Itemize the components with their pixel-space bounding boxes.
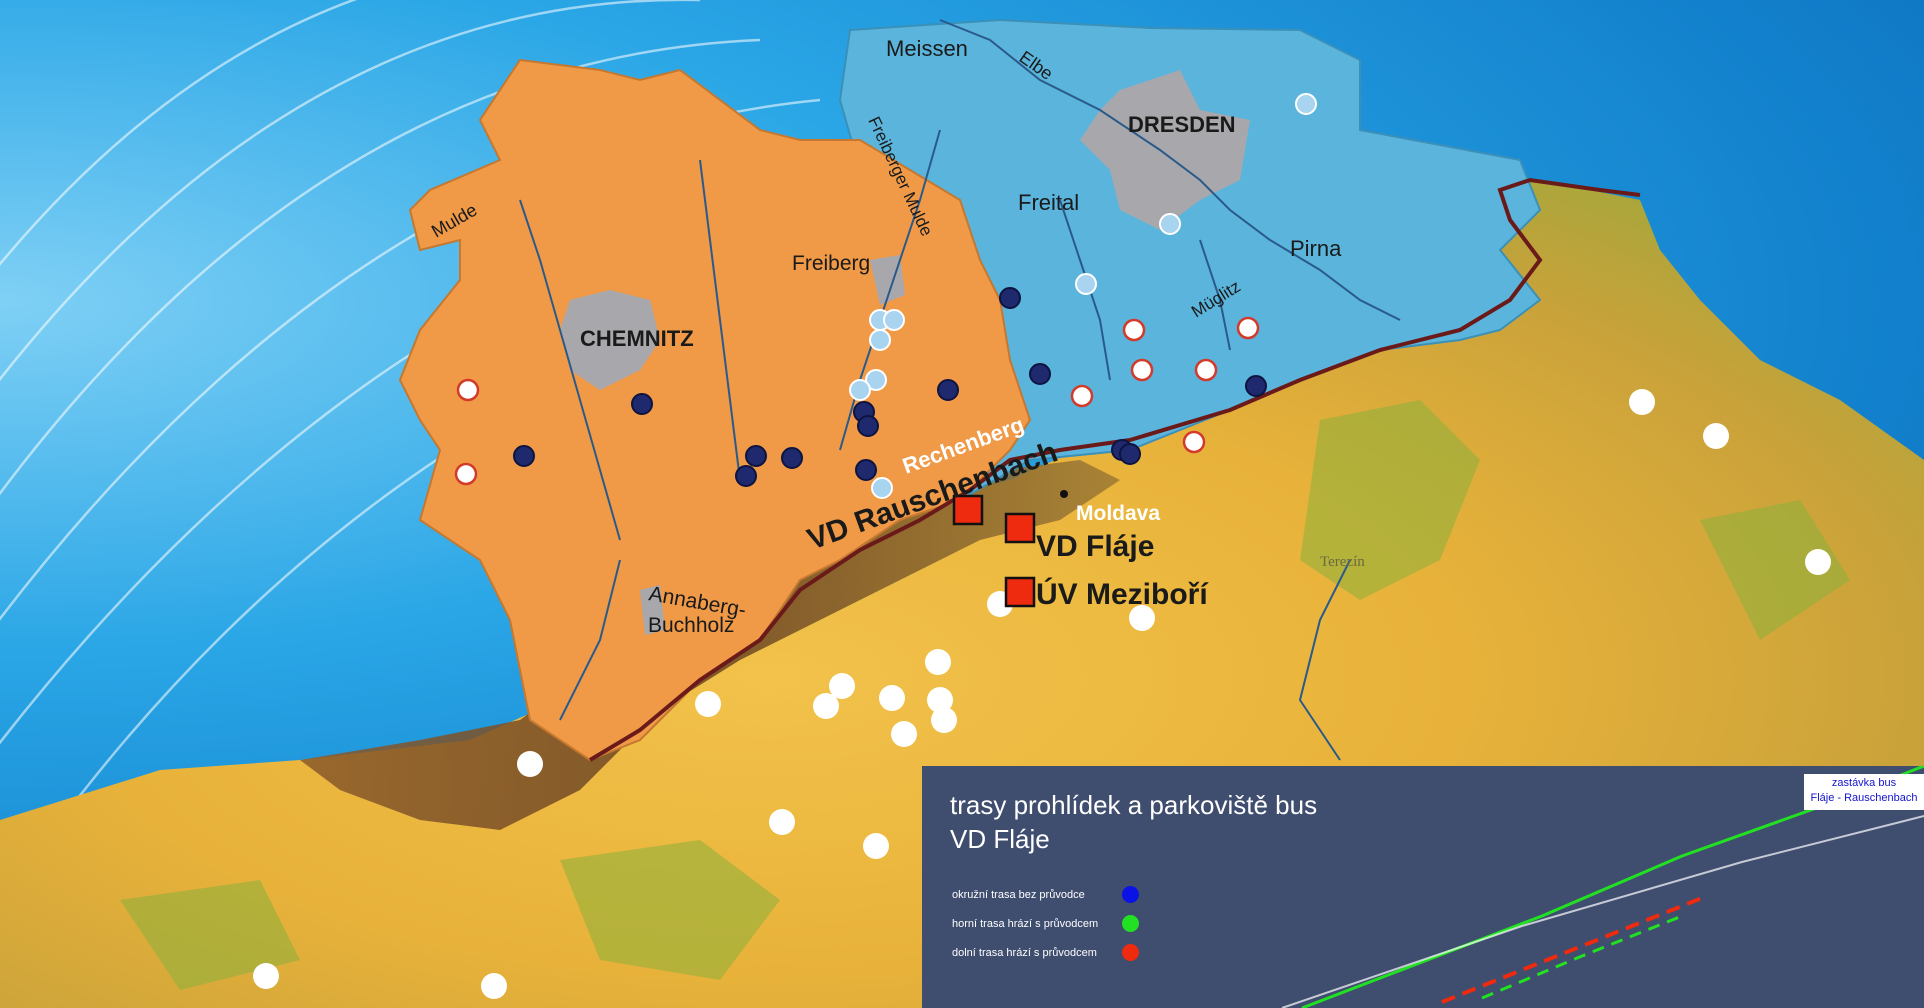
label-dresden: DRESDEN [1128,112,1236,137]
reservoirs-light [849,93,1317,499]
label-meissen: Meissen [886,36,968,61]
bus-stop-label: zastávka bus Fláje - Rauschenbach [1804,774,1924,810]
legend-item-label: dolní trasa hrází s průvodcem [952,946,1097,959]
label-freital: Freital [1018,190,1079,215]
label-freiberg: Freiberg [792,252,870,275]
label-uv-mezibori: ÚV Meziboří [1036,577,1209,611]
key-sites [952,494,1036,608]
terrain-green-patches [120,400,1850,990]
reservoirs-white-red [454,316,1260,486]
legend-panel: trasy prohlídek a parkoviště bus VD Fláj… [922,766,1924,1008]
label-vd-flaje: VD Fláje [1036,530,1154,563]
state-border [588,177,1641,762]
bus-stop-line2: Fláje - Rauschenbach [1810,792,1918,804]
reservoirs-white [253,389,1831,999]
bus-stop-line1: zastávka bus [1831,777,1897,789]
legend-title-line1: trasy prohlídek a parkoviště bus [950,790,1318,820]
label-chemnitz: CHEMNITZ [580,326,694,351]
green-dot-icon [1122,915,1139,932]
red-dot-icon [1122,944,1139,961]
legend-item-label: okružní trasa bez průvodce [952,888,1085,901]
city-areas [560,70,1250,635]
legend-item-label: horní trasa hrází s průvodcem [952,917,1099,930]
legend-item-circular: okružní trasa bez průvodce [952,886,1139,903]
legend-item-lower: dolní trasa hrází s průvodcem [952,944,1139,961]
label-pirna: Pirna [1290,236,1342,261]
label-terezin: Terezín [1320,554,1365,570]
label-buchholz: Buchholz [648,614,734,637]
legend-title: trasy prohlídek a parkoviště bus VD Fláj… [950,788,1317,856]
blue-dot-icon [1122,886,1139,903]
reservoirs-dark [513,287,1267,487]
moldava-dot [1060,490,1068,498]
label-moldava: Moldava [1076,502,1160,525]
legend-title-line2: VD Fláje [950,824,1050,854]
legend-item-upper: horní trasa hrází s průvodcem [952,915,1139,932]
